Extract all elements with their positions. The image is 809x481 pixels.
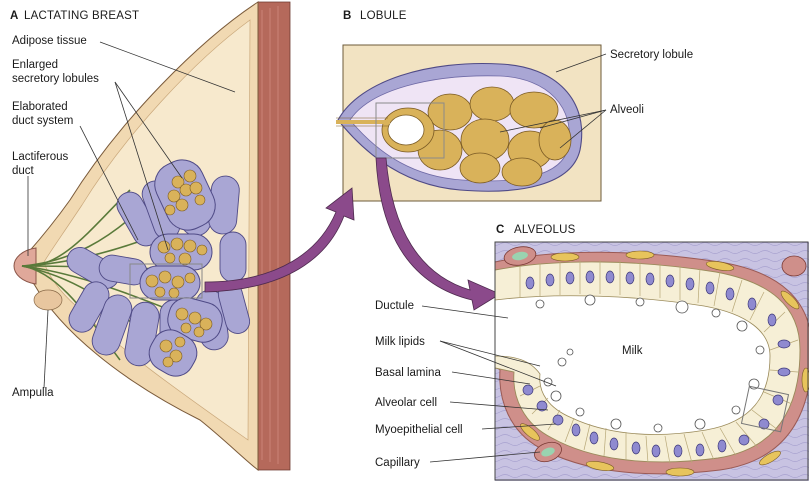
panel-b-letter: B — [343, 10, 351, 22]
label-lactiferous-duct-line1: Lactiferous — [12, 151, 69, 163]
label-secretory-lobule: Secretory lobule — [610, 49, 693, 61]
label-ampulla: Ampulla — [12, 387, 54, 399]
panel-a-letter: A — [10, 10, 18, 22]
label-ductule: Ductule — [375, 300, 414, 312]
panel-c-letter: C — [496, 224, 504, 236]
label-enlarged-lobules-line2: secretory lobules — [12, 73, 99, 85]
label-milk: Milk — [622, 345, 643, 357]
panel-a-title: LACTATING BREAST — [24, 10, 139, 22]
label-enlarged-lobules-line1: Enlarged — [12, 59, 58, 71]
label-lactiferous-duct-line2: duct — [12, 165, 35, 177]
panel-c-title: ALVEOLUS — [514, 224, 576, 236]
label-alveolar-cell: Alveolar cell — [375, 397, 437, 409]
label-basal-lamina: Basal lamina — [375, 367, 441, 379]
label-elaborated-duct-line2: duct system — [12, 115, 73, 127]
panel-c-alveolus — [495, 242, 809, 481]
label-myoepithelial-cell: Myoepithelial cell — [375, 424, 463, 436]
label-alveoli: Alveoli — [610, 104, 644, 116]
panel-b-lobule — [336, 45, 601, 201]
ampulla-region — [34, 290, 62, 310]
label-milk-lipids: Milk lipids — [375, 336, 425, 348]
label-elaborated-duct-line1: Elaborated — [12, 101, 68, 113]
label-adipose-tissue: Adipose tissue — [12, 35, 87, 47]
panel-b-title: LOBULE — [360, 10, 407, 22]
label-capillary: Capillary — [375, 457, 420, 469]
